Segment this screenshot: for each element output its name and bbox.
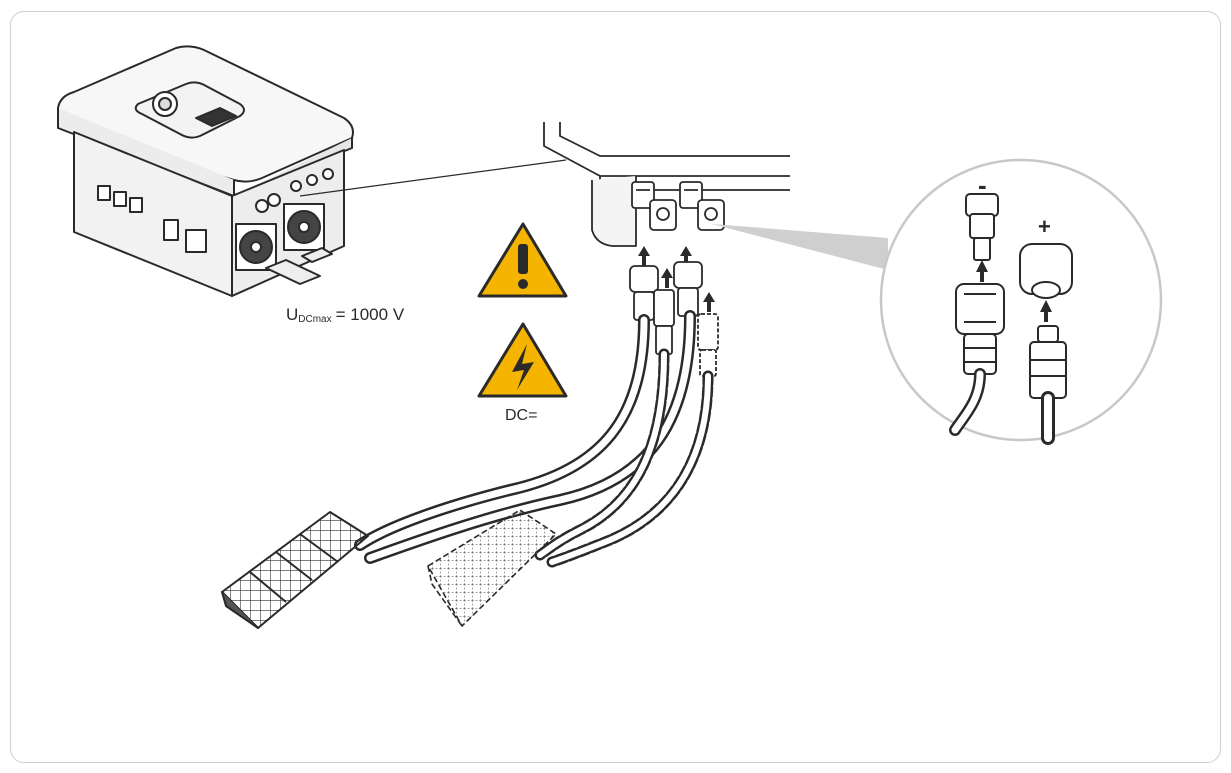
dc-label: DC= [505, 407, 537, 424]
insert-arrows [638, 246, 715, 312]
connector-zoom-detail: - + [879, 158, 1163, 445]
inverter-icon [57, 45, 354, 297]
voltage-label: UDCmax= 1000 V [286, 305, 405, 325]
solar-panel-icon [221, 511, 369, 629]
plus-label: + [1038, 214, 1051, 239]
warning-exclamation-icon [477, 222, 568, 298]
dc-cables [354, 310, 714, 568]
warning-electric-icon [477, 322, 568, 398]
minus-label: - [978, 170, 987, 200]
dc-connector-icon [629, 261, 719, 377]
zoom-beam [712, 224, 888, 270]
inverter-bottom-detail [543, 122, 790, 247]
callout-line [299, 159, 567, 197]
solar-panel-outline-icon [427, 509, 557, 627]
